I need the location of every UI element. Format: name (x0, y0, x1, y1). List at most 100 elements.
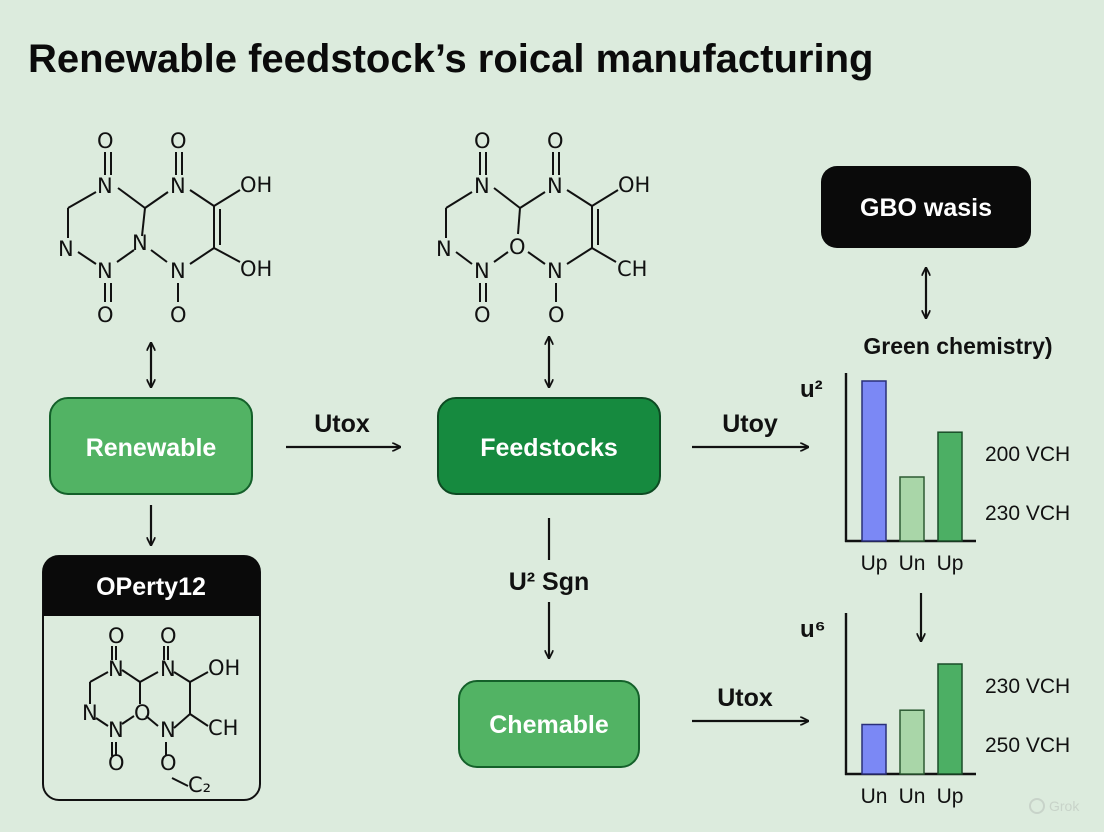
atom-label: OH (240, 257, 272, 281)
bond (141, 207, 146, 237)
chart1-right-label: 230 VCH (985, 502, 1070, 525)
bond (189, 713, 209, 727)
atom-label: N (97, 174, 113, 198)
atom-label: N (97, 259, 113, 283)
atom-label: O (160, 624, 177, 648)
chart1-tick-label: Un (899, 552, 926, 575)
node-renewable (49, 397, 253, 495)
bond (95, 717, 109, 727)
bond (77, 251, 97, 265)
watermark: Grok (1029, 798, 1080, 814)
atom-label: N (160, 657, 176, 681)
chart1-bar-1 (899, 476, 925, 542)
bar-chart-2: u⁶ Un Un Up 230 VCH 250 VCH (800, 613, 1070, 808)
atom-label: N (82, 701, 98, 725)
chart2-right-label: 230 VCH (985, 675, 1070, 698)
bond (445, 191, 473, 209)
bar-chart-1: u² Up Un Up 200 VCH 230 VCH (800, 373, 1070, 575)
atom-label: C₂ (188, 773, 211, 797)
atom-label: O (134, 701, 151, 725)
bond (121, 669, 141, 683)
chart2-bar-1 (899, 709, 925, 775)
atom-label: CH (617, 257, 647, 281)
watermark-text: Grok (1049, 798, 1080, 814)
atom-label: N (474, 259, 490, 283)
grok-logo-icon (1029, 798, 1045, 814)
edge-label-utox-1: Utox (314, 410, 370, 438)
chart1-tick-label: Up (861, 552, 888, 575)
node-chemable (458, 680, 640, 768)
chart1-tick-label: Up (937, 552, 964, 575)
bond (89, 671, 109, 683)
bond (189, 671, 209, 683)
bond (189, 189, 215, 207)
chart2-bar-0 (861, 723, 887, 775)
atom-label: O (474, 129, 491, 153)
chart2-bar-2 (937, 663, 963, 775)
chart2-tick-label: Un (899, 785, 926, 808)
bond (213, 189, 241, 207)
atom-label: CH (208, 716, 238, 740)
atom-label: O (474, 303, 491, 327)
edge-label-utoy: Utoy (722, 410, 778, 438)
molecule-structure-3: O O N N OH N O N N CH O O C₂ (82, 624, 240, 797)
bond (144, 191, 169, 209)
chart2-ylabel: u⁶ (800, 616, 826, 643)
bond (519, 191, 546, 209)
bond (517, 207, 521, 235)
bond (139, 671, 159, 683)
chart2-right-label: 250 VCH (985, 734, 1070, 757)
atom-label: N (547, 259, 563, 283)
node-gbo-wasis (821, 166, 1031, 248)
node-gbo-wasis-label: GBO wasis (860, 194, 992, 222)
node-feedstocks-label: Feedstocks (480, 434, 618, 462)
bond (493, 251, 509, 263)
atom-label: N (547, 174, 563, 198)
node-feedstocks (437, 397, 661, 495)
bond (117, 187, 146, 209)
atom-label: OH (618, 173, 650, 197)
chart1-right-label: 200 VCH (985, 443, 1070, 466)
molecule-structure-2: O O N N OH N O N N CH O O (436, 129, 650, 327)
bond (591, 189, 619, 207)
green-chemistry-label: Green chemistry) (863, 333, 1052, 359)
atom-label: O (547, 129, 564, 153)
bond (121, 715, 135, 725)
chart1-bar-0 (861, 380, 887, 542)
chart2-tick-label: Up (937, 785, 964, 808)
atom-label: O (170, 303, 187, 327)
atom-label: N (160, 718, 176, 742)
atom-label: O (97, 303, 114, 327)
atom-label: N (58, 237, 74, 261)
atom-label: N (436, 237, 452, 261)
bond (213, 247, 241, 263)
operty-card-header (43, 556, 260, 616)
atom-label: O (548, 303, 565, 327)
node-renewable-label: Renewable (86, 434, 217, 462)
chart1-ylabel: u² (800, 376, 823, 403)
atom-label: N (108, 718, 124, 742)
atom-label: N (108, 657, 124, 681)
bond (173, 671, 191, 683)
chart2-tick-label: Un (861, 785, 888, 808)
bond (145, 715, 159, 727)
bond (67, 191, 97, 209)
bond (455, 251, 473, 265)
atom-label: OH (240, 173, 272, 197)
page-title: Renewable feedstock’s roical manufacturi… (28, 37, 873, 81)
atom-label: O (509, 235, 526, 259)
bond (171, 777, 189, 787)
atom-label: OH (208, 656, 240, 680)
bond (591, 247, 617, 263)
bond (189, 247, 215, 265)
edge-label-u2-sgn: U² Sgn (509, 568, 590, 596)
atom-label: O (108, 624, 125, 648)
bond (566, 189, 593, 207)
node-chemable-label: Chemable (489, 711, 609, 739)
operty-card: OPerty12 (42, 555, 261, 801)
edge-label-utox-2: Utox (717, 684, 773, 712)
atom-label: O (160, 751, 177, 775)
bond (566, 247, 593, 265)
bond (493, 187, 521, 209)
